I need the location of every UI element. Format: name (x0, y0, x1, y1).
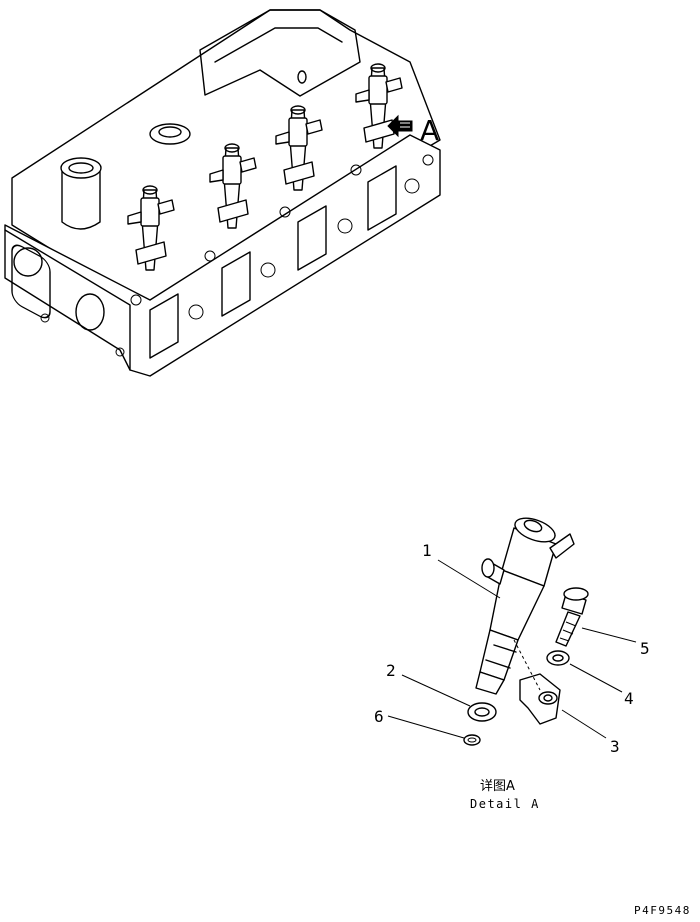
detail-o-ring (463, 734, 481, 746)
detail-gasket (467, 702, 497, 722)
leader-3 (561, 709, 607, 739)
detail-a: 1 2 3 4 5 6 详图A Detail A (374, 517, 650, 811)
detail-injector (475, 517, 575, 695)
cover-ridge (199, 9, 361, 97)
view-label: A (420, 114, 439, 147)
injector-4 (355, 63, 403, 149)
view-arrow (387, 114, 413, 138)
intake-ports (130, 154, 434, 359)
detail-holder (519, 673, 561, 725)
cylinder-head-block (4, 134, 441, 377)
injector-3 (275, 105, 323, 191)
leader-1 (437, 559, 501, 599)
cylinder-head-assembly: A (4, 9, 441, 377)
callout-5: 5 (640, 639, 650, 658)
leader-5 (581, 627, 637, 643)
injector-1 (127, 185, 175, 271)
leader-6 (387, 715, 465, 739)
callout-6: 6 (374, 707, 384, 726)
callout-2: 2 (386, 661, 396, 680)
caption-en: Detail A (470, 797, 540, 811)
caption-cn: 详图A (480, 779, 515, 794)
callout-4: 4 (624, 689, 634, 708)
leader-2 (401, 674, 471, 707)
leader-4 (569, 663, 623, 693)
detail-washer (546, 650, 570, 666)
callout-1: 1 (422, 541, 432, 560)
callout-3: 3 (610, 737, 620, 756)
breather-pipe (61, 167, 101, 230)
detail-bolt (555, 587, 589, 647)
injector-2 (209, 143, 257, 229)
drawing-code: P4F9548 (634, 904, 691, 917)
